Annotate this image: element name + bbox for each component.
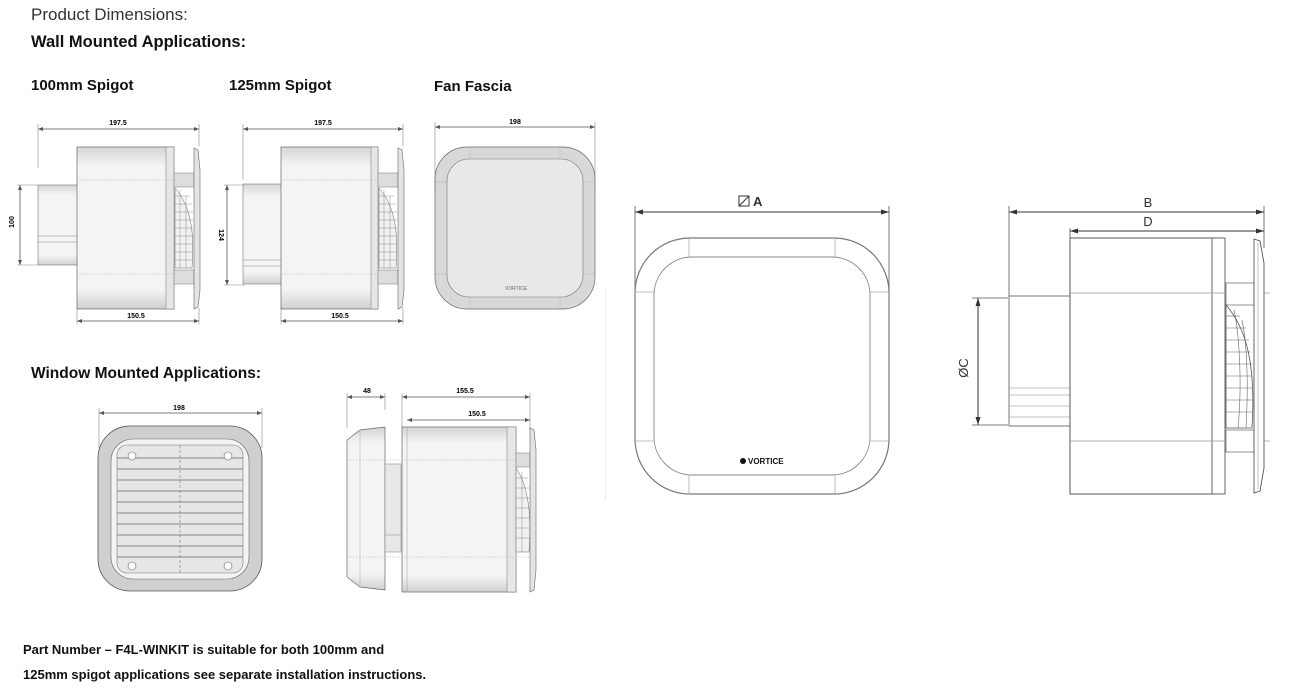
dim-window-width: 198: [173, 405, 185, 412]
window-front-grille-drawing: 198: [97, 405, 263, 592]
dim-overall-125: 197.5: [314, 120, 332, 127]
spigot-125-label: 125mm Spigot: [229, 77, 332, 94]
dim-window-overall: 155.5: [456, 388, 474, 395]
section-divider: [605, 290, 606, 500]
schematic-logo: VORTICE: [748, 457, 784, 466]
spigot-125-side-drawing: 197.5 124 150.5: [217, 120, 405, 324]
fascia-logo: VORTICE: [505, 286, 528, 292]
window-mounted-heading: Window Mounted Applications:: [31, 365, 262, 382]
vortice-logo-icon: [740, 458, 746, 464]
dim-fascia-width: 198: [509, 119, 521, 126]
dim-window-cover: 48: [363, 388, 371, 395]
part-number-note-line2: 125mm spigot applications see separate i…: [23, 667, 427, 682]
wall-mounted-heading: Wall Mounted Applications:: [31, 33, 247, 51]
dim-c-label: ØC: [956, 358, 971, 378]
dim-spigot-125: 124: [217, 229, 224, 241]
dim-body-100: 150.5: [127, 313, 145, 320]
schematic-front-drawing: A VORTICE: [634, 194, 890, 495]
window-side-drawing: 48 155.5 150.5: [346, 388, 537, 593]
schematic-side-drawing: B D ØC: [956, 195, 1270, 495]
dim-a-label: A: [753, 194, 763, 209]
dim-window-body: 150.5: [468, 411, 486, 418]
spigot-100-side-drawing: 197.5 100 150.5: [9, 120, 201, 324]
dim-d-label: D: [1143, 214, 1152, 229]
fan-fascia-front-drawing: 198 VORTICE: [434, 119, 596, 310]
page-title: Product Dimensions:: [31, 5, 188, 24]
fan-fascia-label: Fan Fascia: [434, 78, 512, 95]
dim-b-label: B: [1144, 195, 1153, 210]
part-number-note-line1: Part Number – F4L-WINKIT is suitable for…: [23, 642, 385, 657]
dim-overall-100: 197.5: [109, 120, 127, 127]
dim-spigot-100: 100: [9, 216, 16, 228]
spigot-100-label: 100mm Spigot: [31, 77, 134, 94]
dim-body-125: 150.5: [331, 313, 349, 320]
